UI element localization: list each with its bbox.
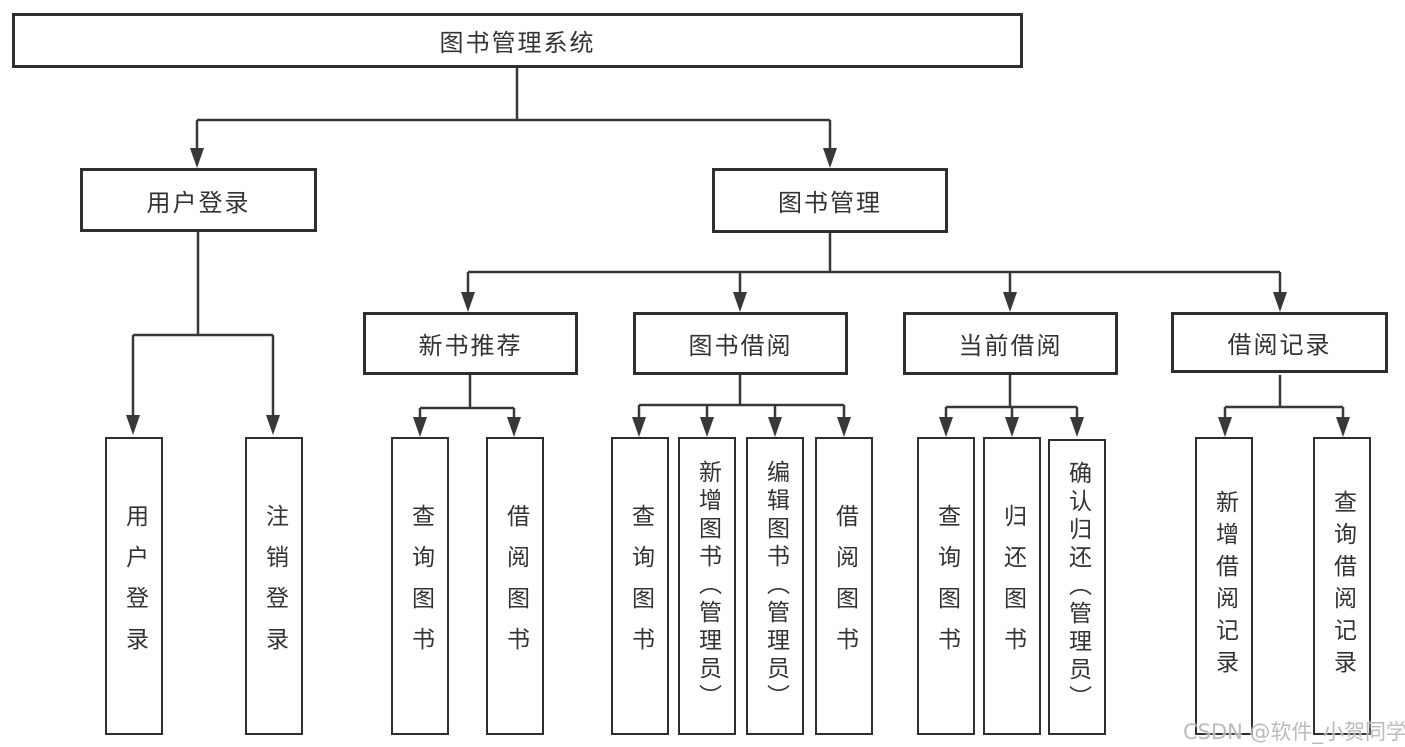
node-user-login: 用户登录: [80, 168, 317, 232]
arrowhead: [837, 417, 851, 437]
node-borrow-records: 借阅记录: [1171, 312, 1388, 373]
arrowhead: [1273, 292, 1287, 312]
leaf-label: 借阅图书: [831, 504, 858, 668]
leaf-query-books-3: 查询图书: [917, 437, 975, 735]
arrowhead: [266, 415, 280, 435]
leaf-borrow-books-2: 借阅图书: [815, 437, 873, 735]
arrowhead: [632, 417, 646, 437]
leaf-label: 查询图书: [407, 504, 434, 668]
arrowhead: [190, 148, 204, 168]
csdn-watermark: CSDN @软件_小贺同学: [1183, 720, 1405, 744]
arrowhead: [768, 417, 782, 437]
node-current-borrow: 当前借阅: [903, 312, 1118, 375]
node-book-borrow-label: 图书借阅: [688, 332, 793, 360]
arrowhead: [413, 417, 427, 437]
leaf-label: 确认归还（管理员）: [1064, 461, 1091, 713]
leaf-return-books: 归还图书: [983, 437, 1041, 735]
leaf-label: 查询图书: [627, 504, 654, 668]
node-current-borrow-label: 当前借阅: [958, 332, 1063, 360]
node-root: 图书管理系统: [12, 13, 1023, 68]
leaf-query-books-1: 查询图书: [391, 437, 449, 735]
arrowhead: [126, 415, 140, 435]
leaf-label: 编辑图书（管理员）: [762, 460, 789, 712]
leaf-label: 查询借阅记录: [1329, 490, 1356, 682]
node-borrow-records-label: 借阅记录: [1227, 331, 1332, 359]
leaf-edit-books-admin: 编辑图书（管理员）: [746, 437, 804, 735]
leaf-confirm-return-admin: 确认归还（管理员）: [1048, 439, 1106, 735]
leaf-label: 借阅图书: [502, 504, 529, 668]
node-root-label: 图书管理系统: [439, 29, 596, 57]
leaf-label: 归还图书: [999, 504, 1026, 668]
arrowhead: [461, 292, 475, 312]
leaf-label: 查询图书: [933, 504, 960, 668]
leaf-query-books-2: 查询图书: [611, 437, 669, 735]
node-book-management-label: 图书管理: [778, 189, 882, 217]
node-user-login-label: 用户登录: [146, 188, 251, 217]
node-new-book-recommend-label: 新书推荐: [418, 332, 523, 360]
leaf-query-borrow-record: 查询借阅记录: [1313, 437, 1371, 735]
arrowhead: [1070, 417, 1084, 437]
arrowhead: [1336, 417, 1350, 437]
arrowhead: [1005, 417, 1019, 437]
arrowhead: [507, 417, 521, 437]
node-new-book-recommend: 新书推荐: [363, 312, 578, 375]
leaf-label: 新增借阅记录: [1211, 490, 1238, 682]
leaf-label: 用户登录: [121, 504, 148, 668]
leaf-logout: 注销登录: [245, 437, 303, 735]
arrowhead: [939, 417, 953, 437]
leaf-add-borrow-record: 新增借阅记录: [1195, 437, 1253, 735]
arrowhead: [700, 417, 714, 437]
leaf-user-login: 用户登录: [105, 437, 163, 735]
arrowhead: [1003, 292, 1017, 312]
node-book-management: 图书管理: [712, 168, 948, 233]
leaf-borrow-books-1: 借阅图书: [486, 437, 544, 735]
arrowhead: [823, 148, 837, 168]
leaf-label: 注销登录: [261, 504, 288, 668]
arrowhead: [733, 292, 747, 312]
node-book-borrow: 图书借阅: [633, 312, 848, 375]
arrowhead: [1218, 417, 1232, 437]
leaf-label: 新增图书（管理员）: [694, 460, 721, 712]
leaf-add-books-admin: 新增图书（管理员）: [678, 437, 736, 735]
